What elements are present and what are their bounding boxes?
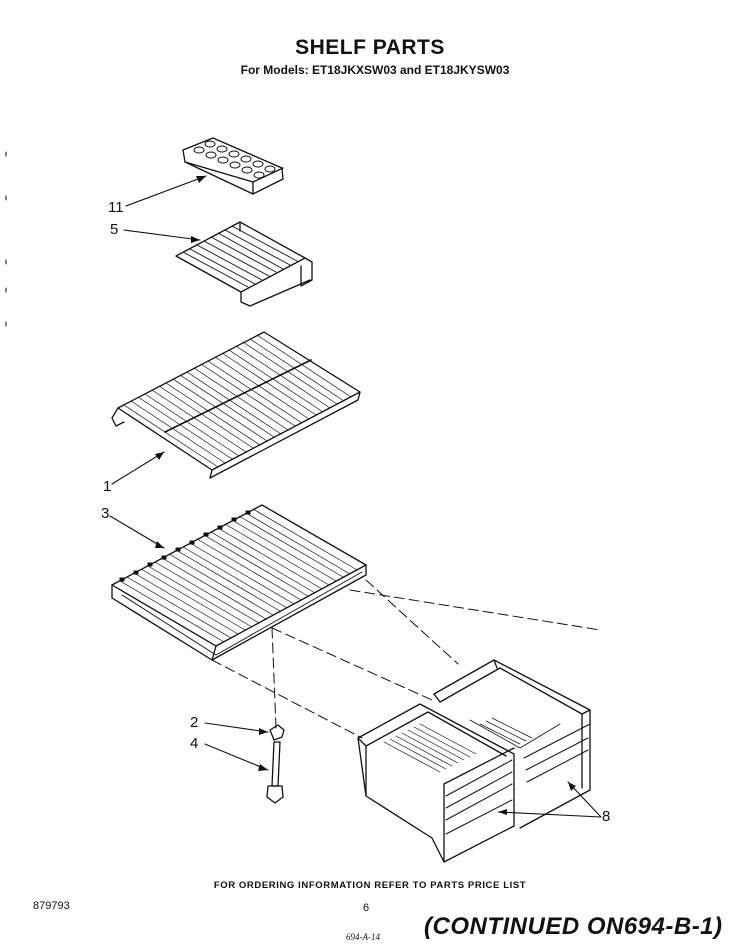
support-rod-drawing — [266, 741, 284, 804]
callout-1: 1 — [103, 478, 112, 495]
ice-cube-tray-drawing — [182, 137, 284, 195]
crisper-pans-drawing — [357, 659, 591, 863]
alignment-lines — [211, 579, 601, 739]
models-subtitle: For Models: ET18JKXSW03 and ET18JKYSW03 — [240, 63, 510, 77]
crisper-cover-drawing — [111, 504, 367, 661]
continued-label: (CONTINUED ON694-B-1) — [424, 913, 723, 940]
document-number: 879793 — [33, 900, 70, 912]
callout-11: 11 — [108, 199, 124, 216]
page-title: SHELF PARTS — [295, 36, 445, 59]
leader-arrowheads — [155, 176, 576, 815]
handwritten-note: 694-A-14 — [346, 932, 380, 942]
callout-5: 5 — [110, 221, 119, 238]
page-number: 6 — [363, 902, 370, 914]
leader-lines — [109, 175, 602, 818]
small-wire-shelf-drawing — [175, 221, 313, 307]
callout-4: 4 — [190, 735, 199, 752]
callout-2: 2 — [190, 714, 199, 731]
callout-8: 8 — [602, 808, 611, 825]
wire-shelf-drawing — [111, 331, 361, 479]
callout-3: 3 — [101, 505, 110, 522]
ordering-note: FOR ORDERING INFORMATION REFER TO PARTS … — [213, 880, 527, 891]
shelf-support-drawing — [269, 724, 285, 741]
